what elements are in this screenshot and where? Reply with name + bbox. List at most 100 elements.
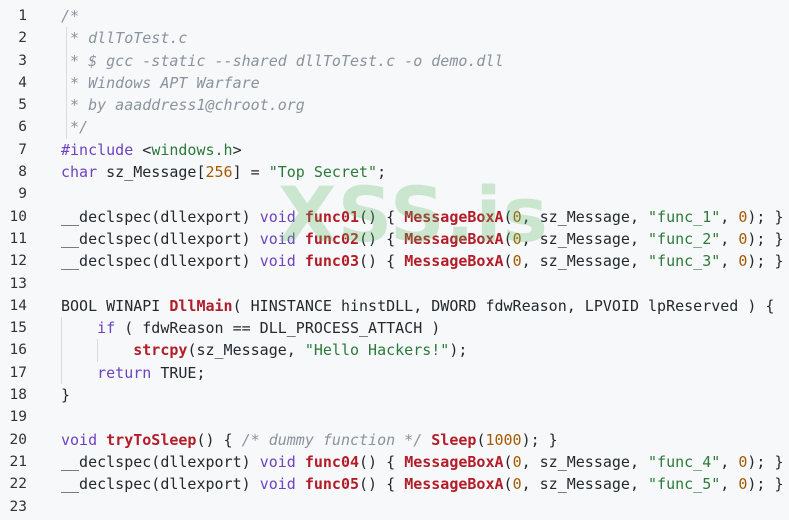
- code-token: BOOL WINAPI: [61, 296, 170, 315]
- code-token: "func_3": [648, 252, 721, 271]
- code-token: "func_2": [648, 229, 721, 248]
- code-line: 3 * $ gcc -static --shared dllToTest.c -…: [0, 49, 789, 72]
- code-line: 13: [0, 273, 789, 295]
- code-token: 0: [738, 229, 748, 248]
- line-number: 11: [9, 230, 27, 247]
- code-line: 22__declspec(dllexport) void func05() { …: [0, 473, 789, 495]
- code-token: 0: [738, 452, 748, 471]
- code-line: 15 if ( fdwReason == DLL_PROCESS_ATTACH …: [0, 317, 789, 340]
- code-token: __declspec(dllexport): [61, 252, 260, 271]
- code-token: () {: [359, 207, 405, 226]
- line-content: * dllToTest.c: [61, 27, 187, 49]
- code-token: 256: [205, 163, 233, 182]
- code-token: MessageBoxA: [404, 252, 504, 271]
- code-token: 0: [512, 207, 522, 226]
- code-token: void: [259, 252, 296, 271]
- code-token: 1000: [485, 430, 522, 449]
- code-line: 18}: [0, 384, 789, 406]
- code-token: ( HINSTANCE hinstDLL, DWORD fdwReason, L…: [232, 296, 775, 315]
- code-token: func02: [304, 229, 360, 248]
- line-content: }: [61, 384, 70, 406]
- code-token: [61, 319, 97, 337]
- code-token: windows.h: [151, 140, 233, 159]
- code-token: "func_1": [648, 207, 721, 226]
- code-token: ,: [720, 475, 739, 494]
- code-token: ,: [720, 452, 739, 471]
- code-token: ); }: [521, 430, 558, 449]
- line-content: * Windows APT Warfare: [61, 72, 260, 94]
- code-line: 11__declspec(dllexport) void func02() { …: [0, 228, 789, 250]
- line-content: strcpy(sz_Message, "Hello Hackers!");: [61, 339, 467, 361]
- code-token: ,: [720, 252, 739, 271]
- line-content: return TRUE;: [61, 362, 206, 384]
- line-number: 23: [9, 498, 27, 515]
- code-token: ,: [720, 207, 739, 226]
- line-number: 2: [18, 30, 27, 47]
- line-number: 21: [9, 453, 27, 470]
- code-line: 12__declspec(dllexport) void func03() { …: [0, 250, 789, 272]
- code-token: sz_Message[: [97, 163, 206, 182]
- code-token: __declspec(dllexport): [61, 207, 260, 226]
- code-token: ); }: [747, 252, 784, 271]
- line-number: 1: [18, 8, 27, 24]
- code-token: , sz_Message,: [521, 452, 649, 471]
- code-token: [97, 431, 106, 449]
- line-number: 5: [18, 97, 27, 114]
- code-line: 2 * dllToTest.c: [0, 27, 789, 50]
- code-token: MessageBoxA: [404, 475, 504, 494]
- code-token: "Top Secret": [268, 163, 378, 182]
- code-token: /* dummy function */: [241, 430, 423, 449]
- line-content: */: [61, 116, 88, 138]
- line-number: 20: [9, 431, 27, 448]
- line-number: 8: [18, 164, 27, 181]
- code-token: 0: [512, 452, 522, 471]
- indent-guide: [61, 317, 62, 340]
- code-token: func05: [304, 475, 360, 494]
- code-token: 0: [512, 252, 522, 271]
- code-token: () {: [359, 252, 405, 271]
- line-number: 4: [18, 74, 27, 91]
- line-number: 9: [18, 186, 27, 203]
- code-token: "func_4": [648, 452, 721, 471]
- code-token: "func_5": [648, 475, 721, 494]
- line-content: * by aaaddress1@chroot.org: [61, 94, 305, 116]
- code-line: 4 * Windows APT Warfare: [0, 71, 789, 95]
- code-token: return: [97, 363, 152, 382]
- code-line: 10__declspec(dllexport) void func01() { …: [0, 206, 789, 228]
- code-token: (: [503, 452, 513, 471]
- code-token: /*: [61, 7, 80, 25]
- code-token: func01: [304, 207, 360, 226]
- line-content: void tryToSleep() { /* dummy function */…: [61, 429, 558, 451]
- line-content: __declspec(dllexport) void func05() { Me…: [61, 473, 784, 495]
- code-token: , sz_Message,: [521, 229, 649, 248]
- code-token: [296, 230, 305, 248]
- code-token: }: [61, 386, 71, 405]
- code-token: (: [476, 430, 486, 449]
- code-token: void: [259, 229, 296, 248]
- code-token: >: [232, 140, 242, 159]
- code-line: 1 /*: [0, 5, 789, 27]
- code-token: * dllToTest.c: [61, 29, 188, 48]
- indent-guide: [97, 339, 98, 362]
- code-token: ); }: [747, 475, 784, 494]
- code-token: () {: [359, 452, 405, 471]
- code-token: char: [61, 163, 98, 182]
- code-token: () {: [196, 430, 242, 449]
- code-token: () {: [359, 229, 405, 248]
- code-line: 19: [0, 406, 789, 428]
- code-token: () {: [359, 475, 405, 494]
- code-token: [61, 341, 133, 359]
- code-line: 21__declspec(dllexport) void func04() { …: [0, 451, 789, 473]
- code-token: func03: [304, 252, 360, 271]
- code-token: tryToSleep: [106, 430, 197, 449]
- code-line: 6 */: [0, 116, 789, 139]
- code-token: TRUE;: [151, 363, 206, 382]
- code-token: [61, 364, 97, 382]
- code-token: func04: [304, 452, 360, 471]
- code-token: ( fdwReason == DLL_PROCESS_ATTACH ): [115, 319, 441, 338]
- indent-guide: [66, 94, 67, 117]
- code-token: (: [503, 252, 513, 271]
